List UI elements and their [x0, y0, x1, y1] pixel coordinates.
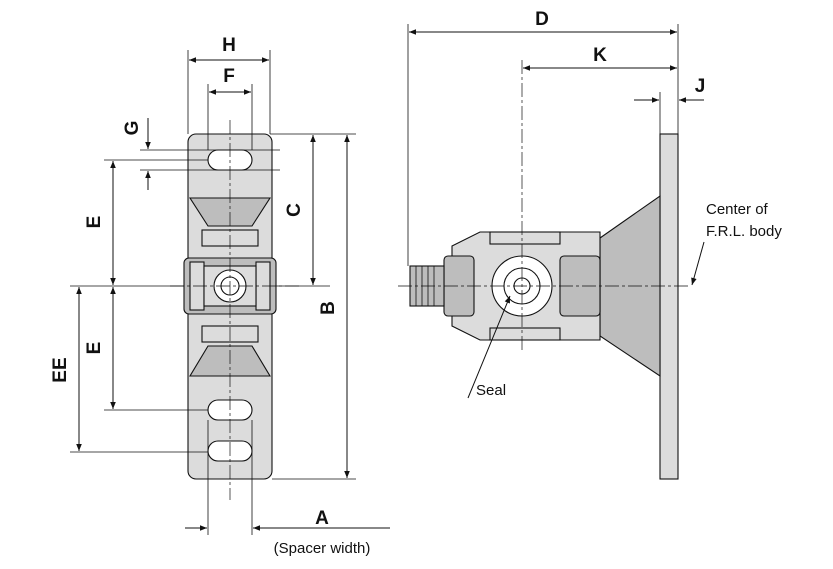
dim-label-c: C: [284, 203, 305, 217]
front-dimensions: [70, 50, 390, 535]
center-note-line2: F.R.L. body: [706, 223, 782, 240]
dim-label-e-upper: E: [84, 216, 105, 229]
spacer-width-note: (Spacer width): [274, 540, 371, 557]
dim-label-h: H: [222, 35, 236, 56]
side-spacer-top-lip: [489, 231, 561, 245]
mounting-flange: [659, 133, 679, 480]
center-note-line1: Center of: [706, 201, 769, 218]
dim-label-f: F: [223, 66, 235, 87]
front-view: [170, 120, 300, 500]
dim-label-j: J: [695, 76, 706, 97]
dim-label-d: D: [535, 9, 549, 30]
dim-label-ee: EE: [50, 357, 71, 382]
seal-note: Seal: [476, 382, 506, 399]
dim-label-b: B: [318, 301, 339, 315]
side-spacer-bottom-lip: [489, 327, 561, 341]
dim-label-g: G: [122, 121, 143, 136]
dim-label-e-lower: E: [84, 342, 105, 355]
side-view: [398, 60, 690, 480]
dim-label-a: A: [315, 508, 329, 529]
dim-label-k: K: [593, 45, 607, 66]
side-dimensions: [407, 24, 705, 399]
